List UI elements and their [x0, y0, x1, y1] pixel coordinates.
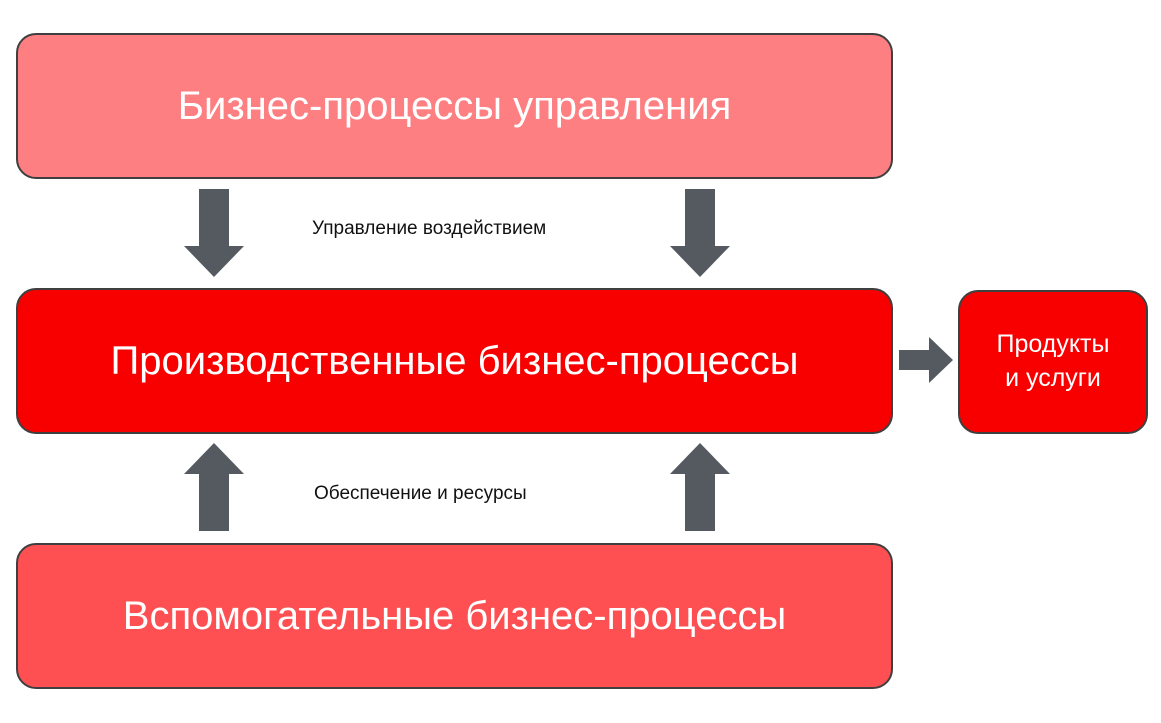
products-services-box: Продукты и услуги [958, 290, 1148, 434]
support-processes-box: Вспомогательные бизнес-процессы [16, 543, 893, 689]
down-arrow-left-icon [184, 189, 244, 277]
products-line-2: и услуги [1005, 364, 1101, 392]
products-line-1: Продукты [996, 330, 1110, 359]
management-processes-box: Бизнес-процессы управления [16, 33, 893, 179]
right-arrow-icon [899, 337, 953, 383]
production-processes-label: Производственные бизнес-процессы [110, 338, 799, 383]
support-processes-label: Вспомогательные бизнес-процессы [122, 593, 787, 638]
production-processes-box: Производственные бизнес-процессы [16, 288, 893, 434]
up-arrow-left-icon [184, 443, 244, 531]
support-resources-label: Обеспечение и ресурсы [314, 483, 527, 504]
management-processes-label: Бизнес-процессы управления [177, 83, 732, 128]
up-arrow-right-icon [670, 443, 730, 531]
down-arrow-right-icon [670, 189, 730, 277]
control-influence-label: Управление воздействием [312, 218, 547, 239]
